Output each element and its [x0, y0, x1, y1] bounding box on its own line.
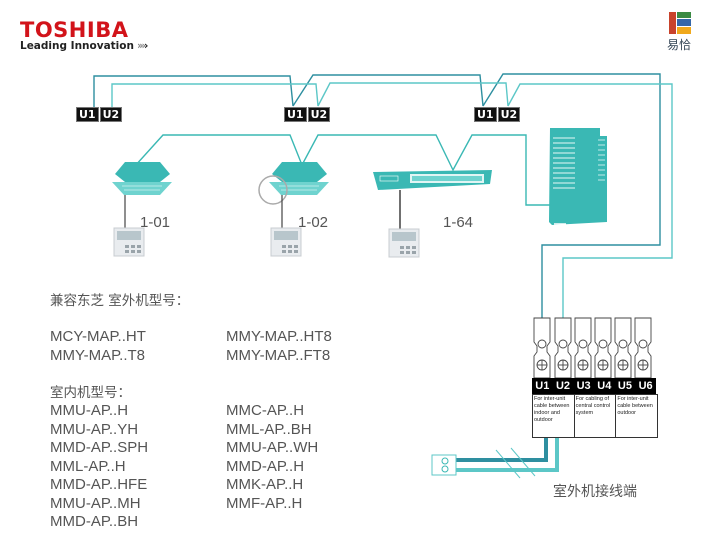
- terminal-screw-u6: [634, 317, 652, 379]
- outdoor-unit: [549, 128, 607, 226]
- terminal-pair-3: U1 U2: [474, 107, 521, 122]
- remote-controller-3: [388, 228, 420, 258]
- terminal-pair-2: U1 U2: [284, 107, 331, 122]
- model-item: MMU-AP..YH: [50, 420, 139, 438]
- terminal-screw-u4: [594, 317, 612, 379]
- remote-controller-1: [113, 227, 145, 257]
- terminal-u2-label: U2: [307, 107, 331, 122]
- terminal-screw-u3: [574, 317, 592, 379]
- highlight-circle: [258, 175, 288, 205]
- cassette-unit-1-02: [269, 162, 329, 195]
- outdoor-models-col1: MCY-MAP..HT MMY-MAP..T8: [50, 328, 146, 365]
- terminal-u1-label: U1: [474, 107, 497, 122]
- terminal-description-table: For inter-unit cable between indoor and …: [532, 394, 658, 438]
- model-item: MMK-AP..H: [226, 476, 304, 493]
- model-item: MCY-MAP..HT: [50, 328, 146, 345]
- indoor-unit-label-1: 1-01: [140, 214, 171, 231]
- terminal-label: U6: [638, 380, 653, 392]
- u2-bus-wire: [111, 83, 319, 108]
- cable-connector-icon: [431, 454, 457, 476]
- terminal-block-caption: 室外机接线端: [553, 484, 637, 500]
- terminal-screw-u2: [554, 317, 572, 379]
- terminal-screw-u1: [533, 317, 551, 379]
- terminal-description: For cabling of central control system: [575, 395, 617, 437]
- brand-tagline: Leading Innovation››››: [20, 40, 148, 52]
- u1-bus-wire-3: [482, 73, 661, 318]
- model-item: MMY-MAP..HT8: [226, 328, 332, 345]
- indoor-models-heading: 室内机型号：: [50, 385, 131, 401]
- terminal-u2-label: U2: [497, 107, 521, 122]
- terminal-block: [533, 317, 652, 379]
- terminal-block-labels: U1 U2 U3 U4 U5 U6: [532, 378, 656, 394]
- model-item: MMD-AP..SPH: [50, 439, 149, 456]
- tagline-text: Leading Innovation: [20, 40, 134, 52]
- terminal-label: U3: [576, 380, 591, 392]
- outdoor-models-heading: 兼容东芝 室外机型号：: [50, 293, 190, 309]
- model-item: MMY-MAP..FT8: [226, 346, 331, 364]
- model-item: MML-AP..H: [50, 457, 126, 475]
- u1-bus-wire: [93, 75, 294, 108]
- model-item: MMU-AP..H: [50, 402, 129, 419]
- indoor-link-wire: [124, 134, 552, 206]
- terminal-pair-1: U1 U2: [76, 107, 123, 122]
- indoor-models-col1: MMU-AP..H MMU-AP..YH MMD-AP..SPH MML-AP.…: [50, 402, 148, 532]
- terminal-label: U4: [597, 380, 612, 392]
- model-item: MMD-AP..H: [226, 457, 305, 475]
- model-item: MMF-AP..H: [226, 494, 303, 512]
- u2-bus-wire-3: [507, 83, 673, 318]
- terminal-label: U5: [617, 380, 632, 392]
- model-item: MMD-AP..BH: [50, 513, 139, 530]
- ducted-unit-1-64: [373, 170, 492, 190]
- toshiba-logo: TOSHIBA: [20, 18, 129, 42]
- cable-dark: [455, 437, 548, 462]
- partner-logo-icon: [669, 12, 691, 34]
- terminal-label: U1: [535, 380, 550, 392]
- remote-controller-2: [270, 227, 302, 257]
- terminal-description: For inter-unit cable between outdoor: [617, 396, 653, 416]
- model-item: MMC-AP..H: [226, 402, 305, 419]
- terminal-u1-label: U1: [284, 107, 307, 122]
- model-item: MMU-AP..MH: [50, 494, 141, 512]
- partner-logo: 易恰: [667, 12, 691, 52]
- indoor-unit-label-3: 1-64: [443, 214, 474, 231]
- cassette-unit-1-01: [112, 162, 172, 195]
- terminal-u1-label: U1: [76, 107, 99, 122]
- cable-light: [455, 437, 559, 472]
- outdoor-models-col2: MMY-MAP..HT8 MMY-MAP..FT8: [226, 328, 332, 365]
- model-item: MMD-AP..HFE: [50, 476, 148, 493]
- terminal-u2-label: U2: [99, 107, 123, 122]
- indoor-unit-label-2: 1-02: [298, 214, 329, 231]
- model-item: MMY-MAP..T8: [50, 346, 146, 364]
- terminal-label: U2: [555, 380, 571, 392]
- u2-bus-wire-2: [317, 82, 509, 107]
- model-item: MMU-AP..WH: [226, 439, 319, 456]
- terminal-description: For inter-unit cable between indoor and …: [533, 395, 575, 437]
- model-item: MML-AP..BH: [226, 420, 312, 438]
- partner-logo-text: 易恰: [667, 38, 692, 52]
- terminal-screw-u5: [614, 317, 632, 379]
- u1-bus-wire-2: [292, 74, 484, 107]
- indoor-models-col2: MMC-AP..H MML-AP..BH MMU-AP..WH MMD-AP..…: [226, 402, 318, 513]
